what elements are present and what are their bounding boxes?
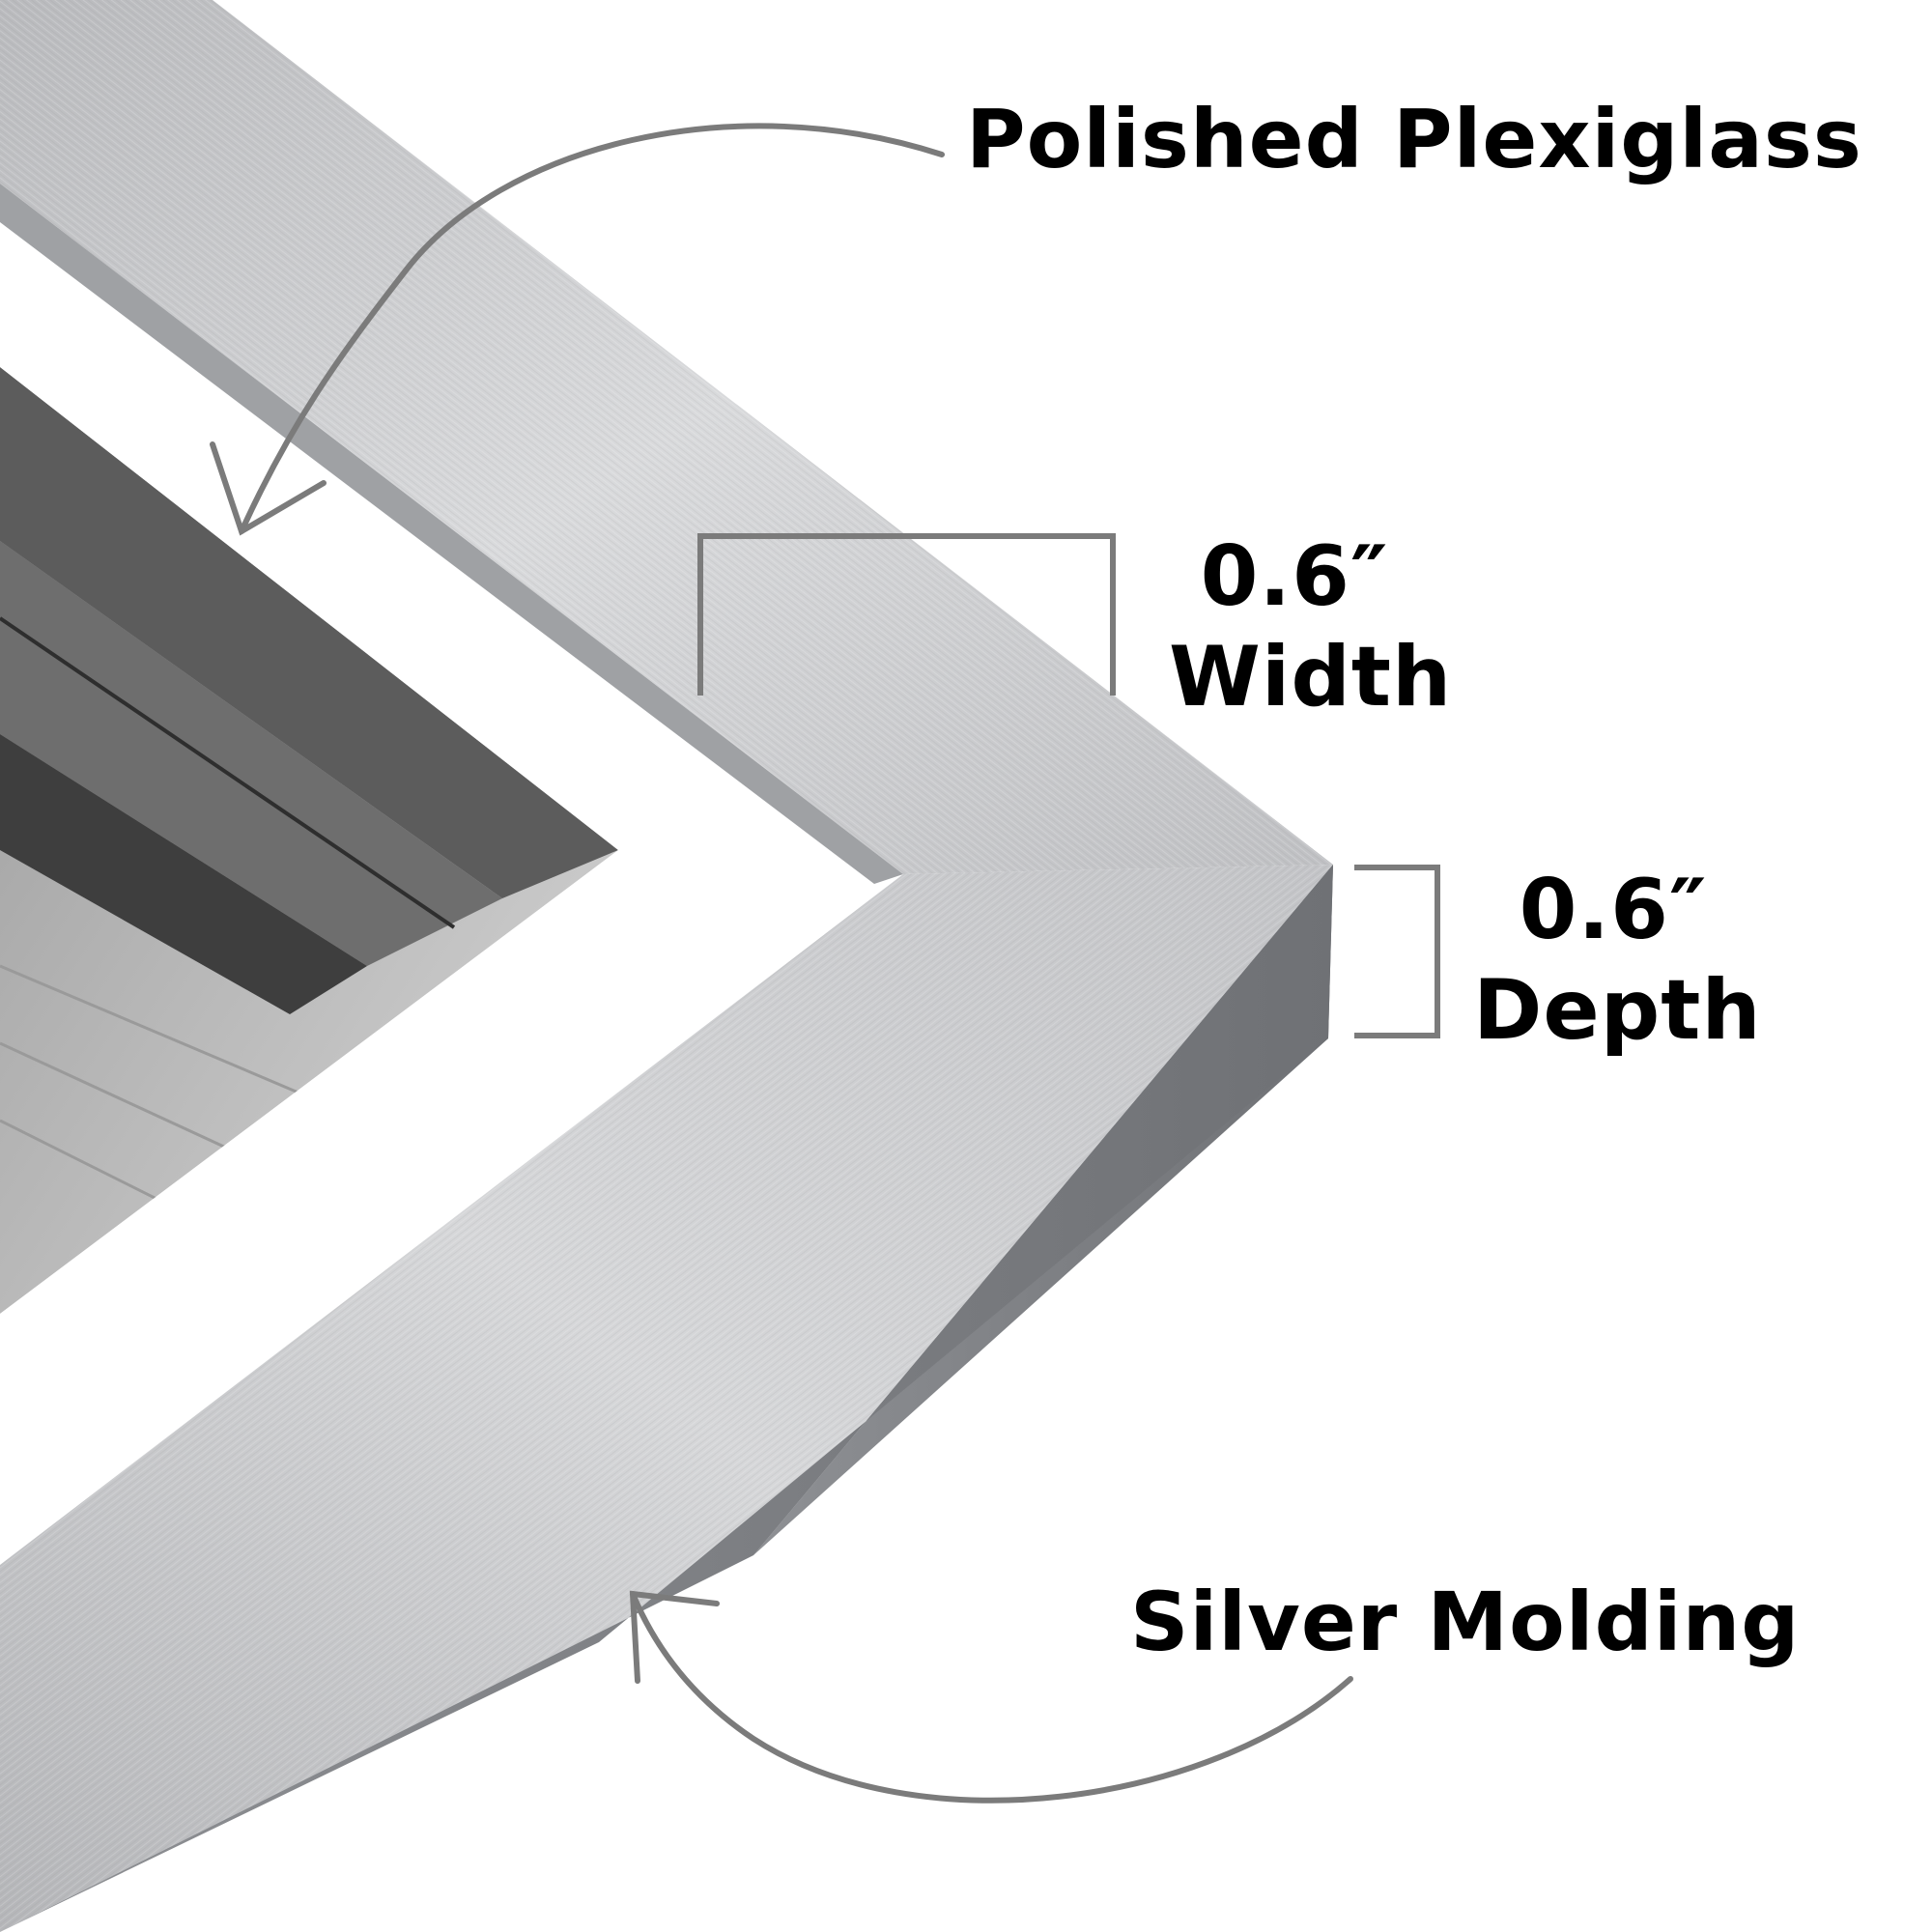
depth-bracket bbox=[1354, 865, 1440, 1038]
depth-value: 0.6″ bbox=[1519, 862, 1708, 958]
white-mat bbox=[0, 184, 898, 1565]
frame-depth-side bbox=[0, 865, 1333, 1932]
plexiglass-arrow bbox=[210, 123, 945, 536]
plexiglass-label: Polished Plexiglass bbox=[966, 92, 1862, 186]
width-value: 0.6″ bbox=[1200, 528, 1389, 625]
width-bracket bbox=[697, 533, 1116, 696]
frame-bottom-rail bbox=[0, 865, 1333, 1932]
molding-arrow bbox=[629, 1590, 1353, 1804]
molding-label: Silver Molding bbox=[1130, 1575, 1801, 1669]
framed-photo bbox=[0, 367, 618, 1314]
width-callout: 0.6″ Width bbox=[1169, 526, 1453, 727]
width-label: Width bbox=[1169, 629, 1453, 725]
depth-label: Depth bbox=[1473, 962, 1762, 1059]
frame-top-rail bbox=[0, 0, 1333, 884]
depth-callout: 0.6″ Depth bbox=[1473, 860, 1762, 1061]
